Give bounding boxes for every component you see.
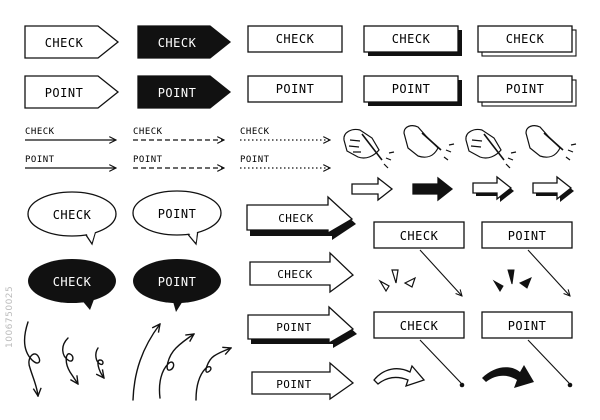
box-label: POINT (506, 82, 545, 96)
arrow-label: CHECK (133, 127, 163, 137)
callout-label: CHECK (400, 229, 439, 243)
pointing-hand-icon (525, 125, 577, 161)
tag-label: POINT (45, 86, 84, 100)
box-label: CHECK (506, 32, 545, 46)
arrow-label: POINT (25, 155, 55, 165)
curly-arrow-icon (95, 347, 104, 378)
bubble-label: POINT (158, 275, 197, 289)
curly-arrow-icon (158, 334, 194, 399)
tag-arrow-point-outline: POINT (24, 75, 120, 109)
speech-bubble-point-filled: POINT (133, 259, 221, 312)
pointing-hand-icon (403, 125, 455, 161)
box-label: POINT (392, 82, 431, 96)
box-point-double: POINT (477, 75, 577, 107)
arrow-label: POINT (240, 155, 270, 165)
speech-bubble-check-outline: CHECK (27, 191, 117, 246)
underline-arrow-point-dotted: POINT (240, 155, 330, 168)
block-arrow-filled-icon (412, 176, 454, 202)
pointing-hand-icon (465, 128, 517, 169)
curly-arrow-icon (195, 348, 231, 401)
tag-label: CHECK (278, 212, 314, 225)
underline-arrow-point-solid: POINT (25, 155, 116, 168)
arrow-label: POINT (133, 155, 163, 165)
underline-arrow-point-dashed: POINT (133, 155, 224, 168)
block-arrow-outline-icon (351, 176, 394, 202)
emphasis-marks-filled-icon (492, 269, 532, 292)
box-check-double: CHECK (477, 25, 577, 57)
big-arrow-tag-point-outline: POINT (251, 361, 355, 401)
tag-arrow-check-filled: CHECK (137, 25, 232, 59)
stock-id-label: 1006750025 (5, 286, 15, 348)
box-point-plain: POINT (247, 75, 343, 103)
speech-bubble-point-outline: POINT (132, 190, 222, 246)
underline-arrow-check-solid: CHECK (25, 127, 116, 140)
callout-point-dot: POINT (481, 311, 573, 388)
curly-arrow-icon (23, 321, 40, 396)
callout-label: POINT (508, 319, 547, 333)
tag-label: POINT (158, 86, 197, 100)
callout-check-arrow: CHECK (373, 221, 465, 296)
callout-point-arrow: POINT (481, 221, 573, 296)
box-point-shadow: POINT (363, 75, 462, 106)
box-label: CHECK (392, 32, 431, 46)
block-arrow-3d-outline-icon (472, 175, 514, 202)
curly-arrows-group (23, 321, 231, 401)
arrow-label: CHECK (25, 127, 55, 137)
bubble-label: POINT (158, 207, 197, 221)
box-check-shadow: CHECK (363, 25, 462, 56)
tag-label: CHECK (45, 36, 84, 50)
box-check-plain: CHECK (247, 25, 343, 53)
pointing-hand-icon (343, 128, 395, 169)
underline-arrow-check-dashed: CHECK (133, 127, 224, 140)
callout-check-dot: CHECK (373, 311, 465, 388)
bubble-label: CHECK (53, 208, 92, 222)
callout-label: POINT (508, 229, 547, 243)
curly-arrow-icon (62, 337, 78, 384)
tag-label: CHECK (158, 36, 197, 50)
block-arrow-3d-filled-icon (532, 175, 574, 202)
big-arrow-tag-point-shadow: POINT (247, 305, 357, 348)
big-arrow-tag-check-outline: CHECK (249, 251, 355, 294)
curly-arrow-icon (132, 324, 160, 401)
bubble-label: CHECK (53, 275, 92, 289)
callout-label: CHECK (400, 319, 439, 333)
underline-arrow-check-dotted: CHECK (240, 127, 330, 140)
curved-arrow-filled-icon (482, 365, 534, 388)
tag-arrow-point-filled: POINT (137, 75, 232, 109)
speech-bubble-check-filled: CHECK (28, 259, 116, 310)
tag-arrow-check-outline: CHECK (24, 25, 120, 59)
tag-label: CHECK (277, 268, 313, 281)
box-label: POINT (276, 82, 315, 96)
emphasis-marks-outline-icon (378, 269, 417, 293)
curved-arrow-outline-icon (373, 364, 426, 388)
arrow-label: CHECK (240, 127, 270, 137)
tag-label: POINT (276, 378, 312, 391)
tag-label: POINT (276, 321, 312, 334)
big-arrow-tag-check-shadow: CHECK (246, 195, 356, 240)
box-label: CHECK (276, 32, 315, 46)
